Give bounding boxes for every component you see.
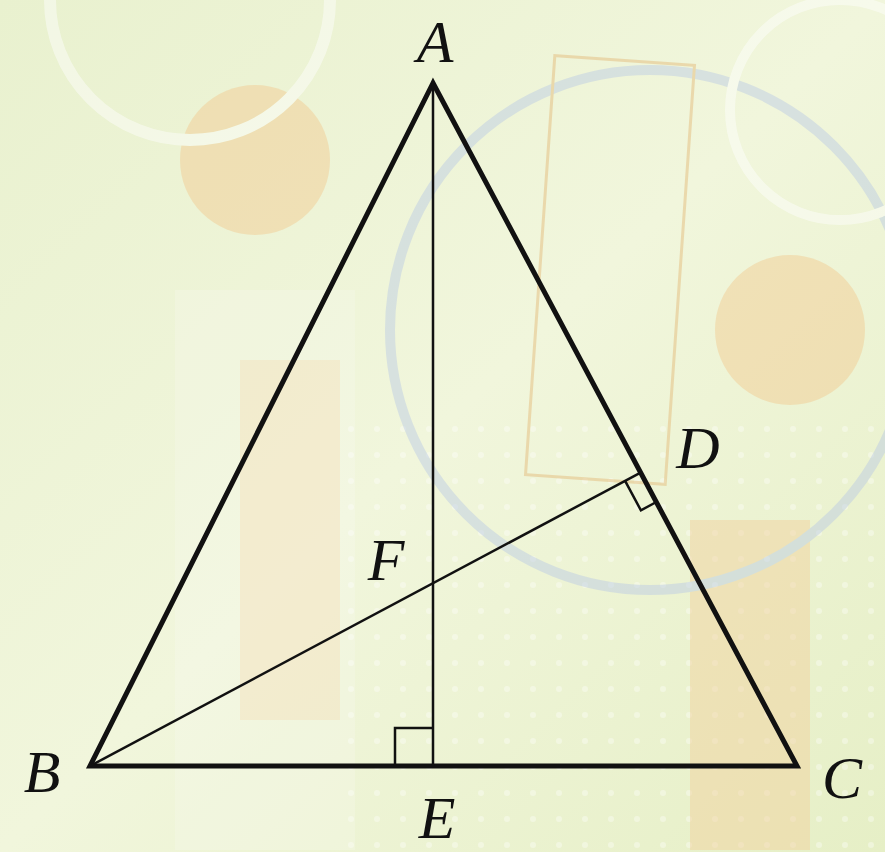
altitude-bd bbox=[90, 473, 641, 766]
point-label: E bbox=[419, 788, 456, 848]
decoration bbox=[50, 0, 885, 850]
point-label: F bbox=[368, 530, 405, 590]
point-label: D bbox=[676, 418, 719, 478]
background-texture bbox=[330, 420, 885, 852]
point-label: B bbox=[24, 742, 61, 802]
right-angle-mark bbox=[395, 728, 433, 766]
altitude-ae bbox=[432, 83, 435, 766]
triangle bbox=[90, 83, 797, 766]
point-label: A bbox=[417, 12, 454, 72]
right-angle-mark bbox=[625, 481, 657, 510]
point-label: C bbox=[822, 748, 862, 808]
